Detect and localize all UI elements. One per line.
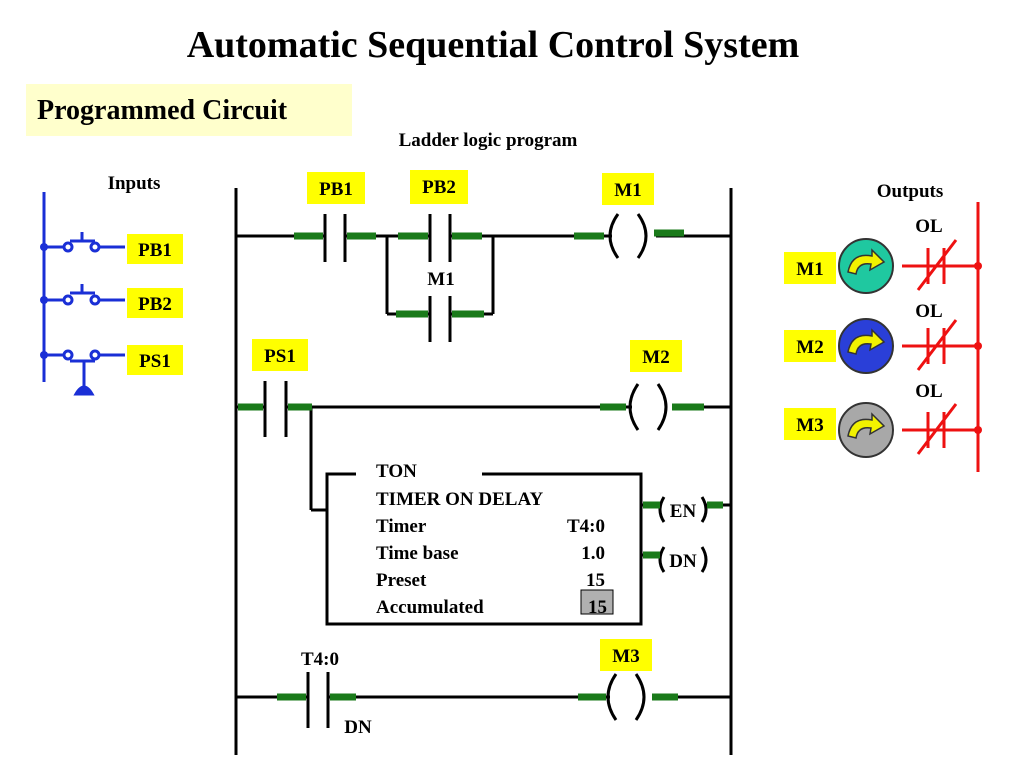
timer-output-en: EN — [670, 501, 697, 522]
coil-tag-m2 — [630, 340, 682, 372]
output-tag-m1 — [784, 252, 836, 284]
page-title: Automatic Sequential Control System — [187, 24, 800, 66]
contact-label-ps1: PS1 — [264, 346, 296, 367]
contact-label-pb2: PB2 — [422, 177, 456, 198]
rung-4: T4:0 DN M3 — [236, 639, 731, 738]
output-label-m1: M1 — [796, 259, 823, 280]
input-label-ps1: PS1 — [139, 351, 171, 372]
timer-row-label: Accumulated — [376, 597, 484, 618]
input-tag-pb1 — [127, 234, 183, 264]
motor-m3-icon — [838, 402, 894, 458]
ladder-heading: Ladder logic program — [399, 130, 578, 151]
timer-output-dn: DN — [669, 551, 697, 572]
rung-2: PS1 M2 — [236, 339, 731, 512]
output-label-m2: M2 — [796, 337, 823, 358]
motor-m1-icon — [838, 238, 894, 294]
coil-label-m2: M2 — [642, 347, 669, 368]
timer-row-value: 1.0 — [581, 543, 605, 564]
timer-row-label: Time base — [376, 543, 459, 564]
timer-row-label: Preset — [376, 570, 427, 591]
timer-row-label: Timer — [376, 516, 427, 537]
contact-label-t4: T4:0 — [301, 649, 339, 670]
contact-tag-pb2 — [410, 170, 468, 204]
accumulated-highlight — [580, 589, 614, 615]
motor-m2-icon — [838, 318, 894, 374]
coil-tag-m1 — [602, 173, 654, 205]
rotation-arrow-icon — [847, 248, 886, 439]
output-tag-m3 — [784, 408, 836, 440]
contact-tag-ps1 — [252, 339, 308, 371]
input-tag-ps1 — [127, 345, 183, 375]
contact-bit-dn: DN — [344, 717, 372, 738]
timer-type: TON — [376, 461, 417, 482]
overload-label: OL — [915, 301, 942, 322]
output-label-m3: M3 — [796, 415, 823, 436]
subtitle: Programmed Circuit — [37, 95, 288, 126]
timer-block: TON TIMER ON DELAY Timer T4:0 Time base … — [325, 461, 731, 626]
contact-tag-pb1 — [307, 172, 365, 204]
input-label-pb2: PB2 — [138, 294, 172, 315]
input-label-pb1: PB1 — [138, 240, 172, 261]
input-tag-pb2 — [127, 288, 183, 318]
inputs-heading: Inputs — [108, 173, 161, 194]
output-tag-m2 — [784, 330, 836, 362]
coil-tag-m3 — [600, 639, 652, 671]
power-rails — [234, 188, 733, 755]
timer-row-value: 15 — [588, 597, 607, 618]
subtitle-box — [26, 84, 352, 136]
overload-label: OL — [915, 216, 942, 237]
overload-label: OL — [915, 381, 942, 402]
inputs-panel: Inputs — [40, 173, 183, 396]
timer-row-value: T4:0 — [567, 516, 605, 537]
outputs-panel: Outputs OL OL OL — [784, 181, 982, 472]
timer-row-value: 15 — [586, 570, 605, 591]
outputs-heading: Outputs — [877, 181, 944, 202]
coil-label-m1: M1 — [614, 180, 641, 201]
branch-contact-label-m1: M1 — [427, 269, 454, 290]
timer-name: TIMER ON DELAY — [376, 489, 543, 510]
rung-1: PB1 PB2 M1 M1 — [236, 170, 731, 342]
contact-label-pb1: PB1 — [319, 179, 353, 200]
coil-label-m3: M3 — [612, 646, 639, 667]
